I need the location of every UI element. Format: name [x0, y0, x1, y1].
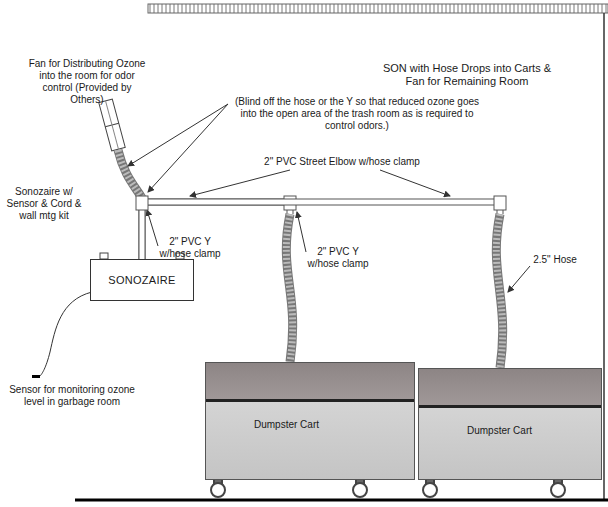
unit-name: SONOZAIRE	[108, 274, 176, 286]
dumpster-cart: Dumpster Cart	[418, 368, 602, 480]
pipe-and-hose	[142, 196, 506, 368]
callout-label: 2.5" Hose	[522, 254, 588, 266]
ozone-unit: SONOZAIRE	[90, 259, 194, 301]
callout-label: (Blind off the hose or the Y so that red…	[232, 96, 482, 132]
cart-name: Dumpster Cart	[467, 425, 532, 436]
pvc-pipe-inner	[142, 202, 290, 259]
dumpster-cart: Dumpster Cart	[205, 362, 415, 480]
pvc-y-fitting	[136, 196, 148, 210]
floor	[75, 499, 608, 502]
callout-label: Fan for Distributing Ozone into the room…	[26, 58, 148, 106]
fan-hose	[118, 150, 142, 198]
callout-label: Sonozaire w/ Sensor & Cord & wall mtg ki…	[2, 186, 86, 222]
sensor-cord	[40, 292, 92, 376]
hose	[286, 214, 292, 362]
hose-ribs	[496, 214, 502, 368]
pvc-fitting	[494, 196, 506, 210]
callout-label: Sensor for monitoring ozone level in gar…	[2, 384, 142, 408]
wheels	[211, 478, 565, 497]
diagram-title: SON with Hose Drops into Carts & Fan for…	[372, 62, 562, 88]
cart-name: Dumpster Cart	[254, 419, 319, 430]
pvc-pipe	[142, 202, 290, 259]
callout-label: 2" PVC Y w/hose clamp	[156, 236, 224, 260]
wall	[603, 13, 605, 500]
callout-label: 2" PVC Y w/hose clamp	[304, 246, 372, 270]
hose	[496, 214, 502, 368]
sensor	[32, 375, 40, 378]
hose-ribs	[286, 214, 292, 362]
ceiling	[148, 4, 608, 13]
fan-hose-ribs	[118, 150, 142, 198]
callout-label: 2" PVC Street Elbow w/hose clamp	[232, 156, 452, 168]
fan	[99, 99, 125, 151]
